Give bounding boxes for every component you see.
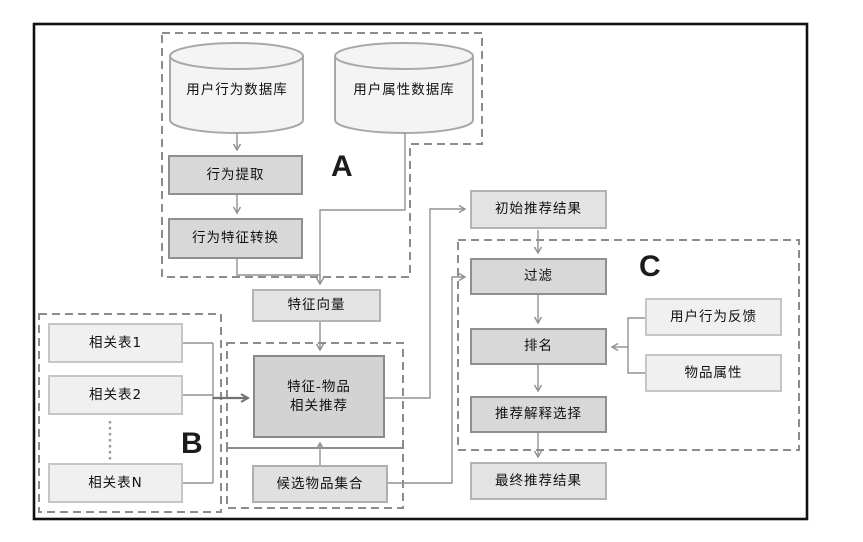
- node-final-recommendation-result: 最终推荐结果: [470, 462, 607, 500]
- connector-lines: [183, 133, 645, 484]
- group-b-outline: [38, 313, 222, 513]
- node-user-behavior-feedback: 用户行为反馈: [645, 298, 782, 336]
- node-candidate-item-set-label: 候选物品集合: [276, 475, 364, 492]
- node-candidate-item-set: 候选物品集合: [252, 465, 388, 503]
- node-item-attributes: 物品属性: [645, 354, 782, 392]
- node-related-table-1: 相关表1: [48, 323, 183, 363]
- node-related-table-2-label: 相关表2: [88, 386, 143, 403]
- group-a-outline: [161, 32, 483, 278]
- node-feature-item-recommendation: 特征-物品 相关推荐: [253, 355, 385, 438]
- node-user-attribute-db: 用户属性数据库: [336, 66, 472, 110]
- node-recommendation-explanation-selection: 推荐解释选择: [470, 396, 607, 433]
- node-related-table-2: 相关表2: [48, 375, 183, 415]
- group-b-label: B: [181, 427, 203, 460]
- node-rec-explanation-selection-label: 推荐解释选择: [495, 406, 582, 423]
- node-related-table-n: 相关表N: [48, 463, 183, 503]
- node-ranking: 排名: [470, 328, 607, 365]
- group-c-label: C: [639, 250, 661, 283]
- node-ranking-label: 排名: [524, 338, 553, 355]
- node-feature-item-rec-line2: 相关推荐: [290, 397, 348, 414]
- node-behavior-feature-conversion: 行为特征转换: [168, 218, 303, 259]
- node-final-rec-result-label: 最终推荐结果: [495, 472, 582, 489]
- node-behavior-feature-conversion-label: 行为特征转换: [192, 230, 279, 247]
- node-feature-vector-label: 特征向量: [287, 297, 346, 314]
- node-related-table-1-label: 相关表1: [88, 334, 143, 351]
- node-user-behavior-db-label: 用户行为数据库: [186, 82, 288, 98]
- node-behavior-extraction-label: 行为提取: [206, 166, 265, 183]
- node-feature-vector: 特征向量: [252, 289, 381, 322]
- user-attribute-db-cylinder: [334, 42, 474, 134]
- node-user-attribute-db-label: 用户属性数据库: [353, 82, 455, 98]
- node-filter-label: 过滤: [524, 268, 553, 285]
- node-initial-rec-result-label: 初始推荐结果: [495, 201, 582, 218]
- group-a-label: A: [331, 150, 353, 183]
- candidate-set-outline: [226, 447, 404, 509]
- node-feature-item-rec-line1: 特征-物品: [287, 379, 351, 396]
- node-behavior-extraction: 行为提取: [168, 155, 303, 195]
- node-user-behavior-db: 用户行为数据库: [172, 66, 302, 110]
- node-related-table-n-label: 相关表N: [88, 474, 143, 491]
- user-behavior-db-cylinder: [169, 42, 304, 134]
- diagram-frame: [32, 22, 809, 521]
- group-c-outline: [457, 239, 800, 451]
- node-item-attributes-label: 物品属性: [684, 364, 743, 381]
- feature-item-rec-outline: [226, 342, 404, 449]
- node-filter: 过滤: [470, 258, 607, 295]
- node-initial-recommendation-result: 初始推荐结果: [470, 190, 607, 229]
- node-user-behavior-feedback-label: 用户行为反馈: [670, 308, 757, 325]
